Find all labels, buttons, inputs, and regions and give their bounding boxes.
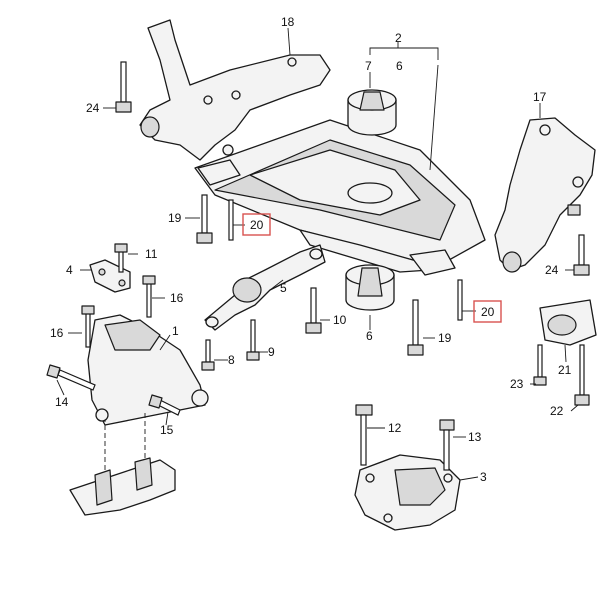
torque-link: [204, 244, 326, 331]
callout-6-lower: 6: [366, 329, 373, 343]
callout-20-left: 20: [250, 218, 264, 232]
body-rail: [69, 410, 176, 516]
callout-22: 22: [550, 404, 564, 418]
callout-19-right: 19: [438, 331, 452, 345]
callout-10: 10: [333, 313, 347, 327]
callout-5: 5: [280, 281, 287, 295]
callout-15: 15: [160, 423, 174, 437]
callout-24-right: 24: [545, 263, 559, 277]
callout-2: 2: [395, 31, 402, 45]
callout-20-right: 20: [481, 305, 495, 319]
bush-21: [539, 299, 597, 346]
callout-17: 17: [533, 90, 547, 104]
leader-lines: [56, 27, 579, 481]
bracket-right: [494, 117, 596, 273]
callout-4: 4: [66, 263, 73, 277]
callout-3: 3: [480, 470, 487, 484]
callout-16-right: 16: [170, 291, 184, 305]
callout-16-left: 16: [50, 326, 64, 340]
engine-mount: [87, 314, 209, 426]
callout-19-left: 19: [168, 211, 182, 225]
callout-23: 23: [510, 377, 524, 391]
bushing-upper: [347, 89, 397, 136]
callout-13: 13: [468, 430, 482, 444]
gearbox-mount: [354, 454, 461, 531]
bracket-left: [139, 19, 331, 161]
callout-21: 21: [558, 363, 572, 377]
callout-14: 14: [55, 395, 69, 409]
subframe: [194, 119, 486, 276]
callout-20-box-left: [242, 213, 271, 236]
bracket-small: [89, 259, 131, 293]
callout-20-box-right: [473, 300, 502, 323]
callout-6-top: 6: [396, 59, 403, 73]
callout-7: 7: [365, 59, 372, 73]
callout-12: 12: [388, 421, 402, 435]
callout-1: 1: [172, 324, 179, 338]
callout-11: 11: [145, 247, 158, 261]
bushing-lower: [345, 264, 395, 311]
callout-18: 18: [281, 15, 295, 29]
bolts: [46, 61, 590, 471]
callout-8: 8: [228, 353, 235, 367]
callout-24-left: 24: [86, 101, 100, 115]
callout-9: 9: [268, 345, 275, 359]
callout-labels: 18 2 7 6 17 24 19 20 11 4 16 16 1 5 10 6…: [50, 15, 572, 484]
